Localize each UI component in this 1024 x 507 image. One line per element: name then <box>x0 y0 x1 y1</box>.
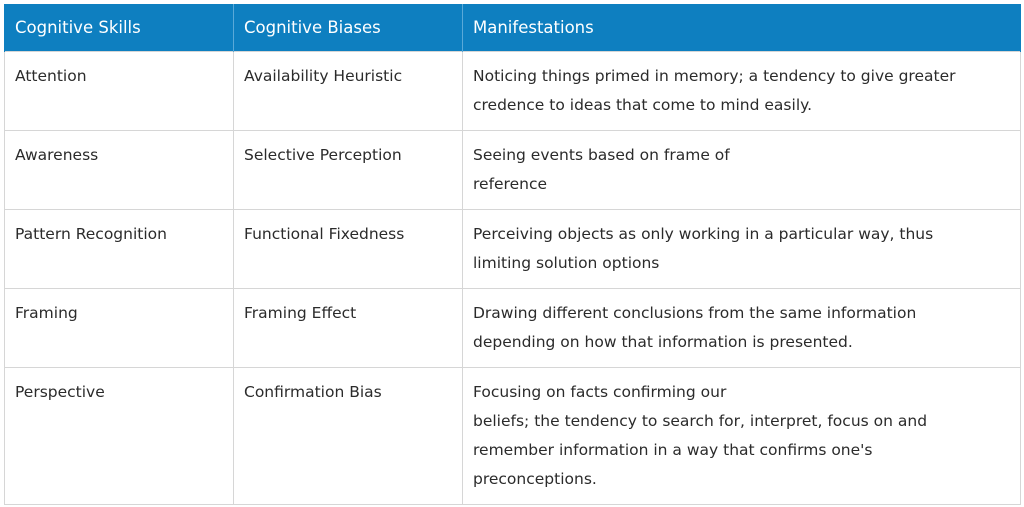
manifestation-cell: Focusing on facts confirming our beliefs… <box>462 367 1021 505</box>
cognitive-bias-cell: Availability Heuristic <box>233 51 463 131</box>
table-row: Pattern Recognition Functional Fixedness… <box>4 209 1021 289</box>
manifestation-cell: Noticing things primed in memory; a tend… <box>462 51 1021 131</box>
manifestation-cell: Seeing events based on frame of referenc… <box>462 130 1021 210</box>
table-row: Awareness Selective Perception Seeing ev… <box>4 130 1021 210</box>
table-row: Perspective Confirmation Bias Focusing o… <box>4 367 1021 505</box>
manifestation-cell: Drawing different conclusions from the s… <box>462 288 1021 368</box>
cognitive-bias-table: Cognitive Skills Cognitive Biases Manife… <box>4 4 1021 505</box>
cognitive-skill-cell: Pattern Recognition <box>4 209 234 289</box>
cognitive-bias-cell: Functional Fixedness <box>233 209 463 289</box>
cognitive-skill-cell: Framing <box>4 288 234 368</box>
cognitive-bias-table-container: Cognitive Skills Cognitive Biases Manife… <box>4 4 1021 505</box>
header-row: Cognitive Skills Cognitive Biases Manife… <box>4 4 1021 52</box>
header-cognitive-biases: Cognitive Biases <box>233 4 463 52</box>
table-row: Attention Availability Heuristic Noticin… <box>4 51 1021 131</box>
cognitive-bias-cell: Framing Effect <box>233 288 463 368</box>
cognitive-bias-cell: Confirmation Bias <box>233 367 463 505</box>
table-row: Framing Framing Effect Drawing different… <box>4 288 1021 368</box>
header-cognitive-skills: Cognitive Skills <box>4 4 234 52</box>
header-manifestations: Manifestations <box>462 4 1021 52</box>
cognitive-bias-cell: Selective Perception <box>233 130 463 210</box>
cognitive-skill-cell: Perspective <box>4 367 234 505</box>
table-body: Attention Availability Heuristic Noticin… <box>4 51 1021 505</box>
cognitive-skill-cell: Attention <box>4 51 234 131</box>
cognitive-skill-cell: Awareness <box>4 130 234 210</box>
table-header: Cognitive Skills Cognitive Biases Manife… <box>4 4 1021 52</box>
manifestation-cell: Perceiving objects as only working in a … <box>462 209 1021 289</box>
